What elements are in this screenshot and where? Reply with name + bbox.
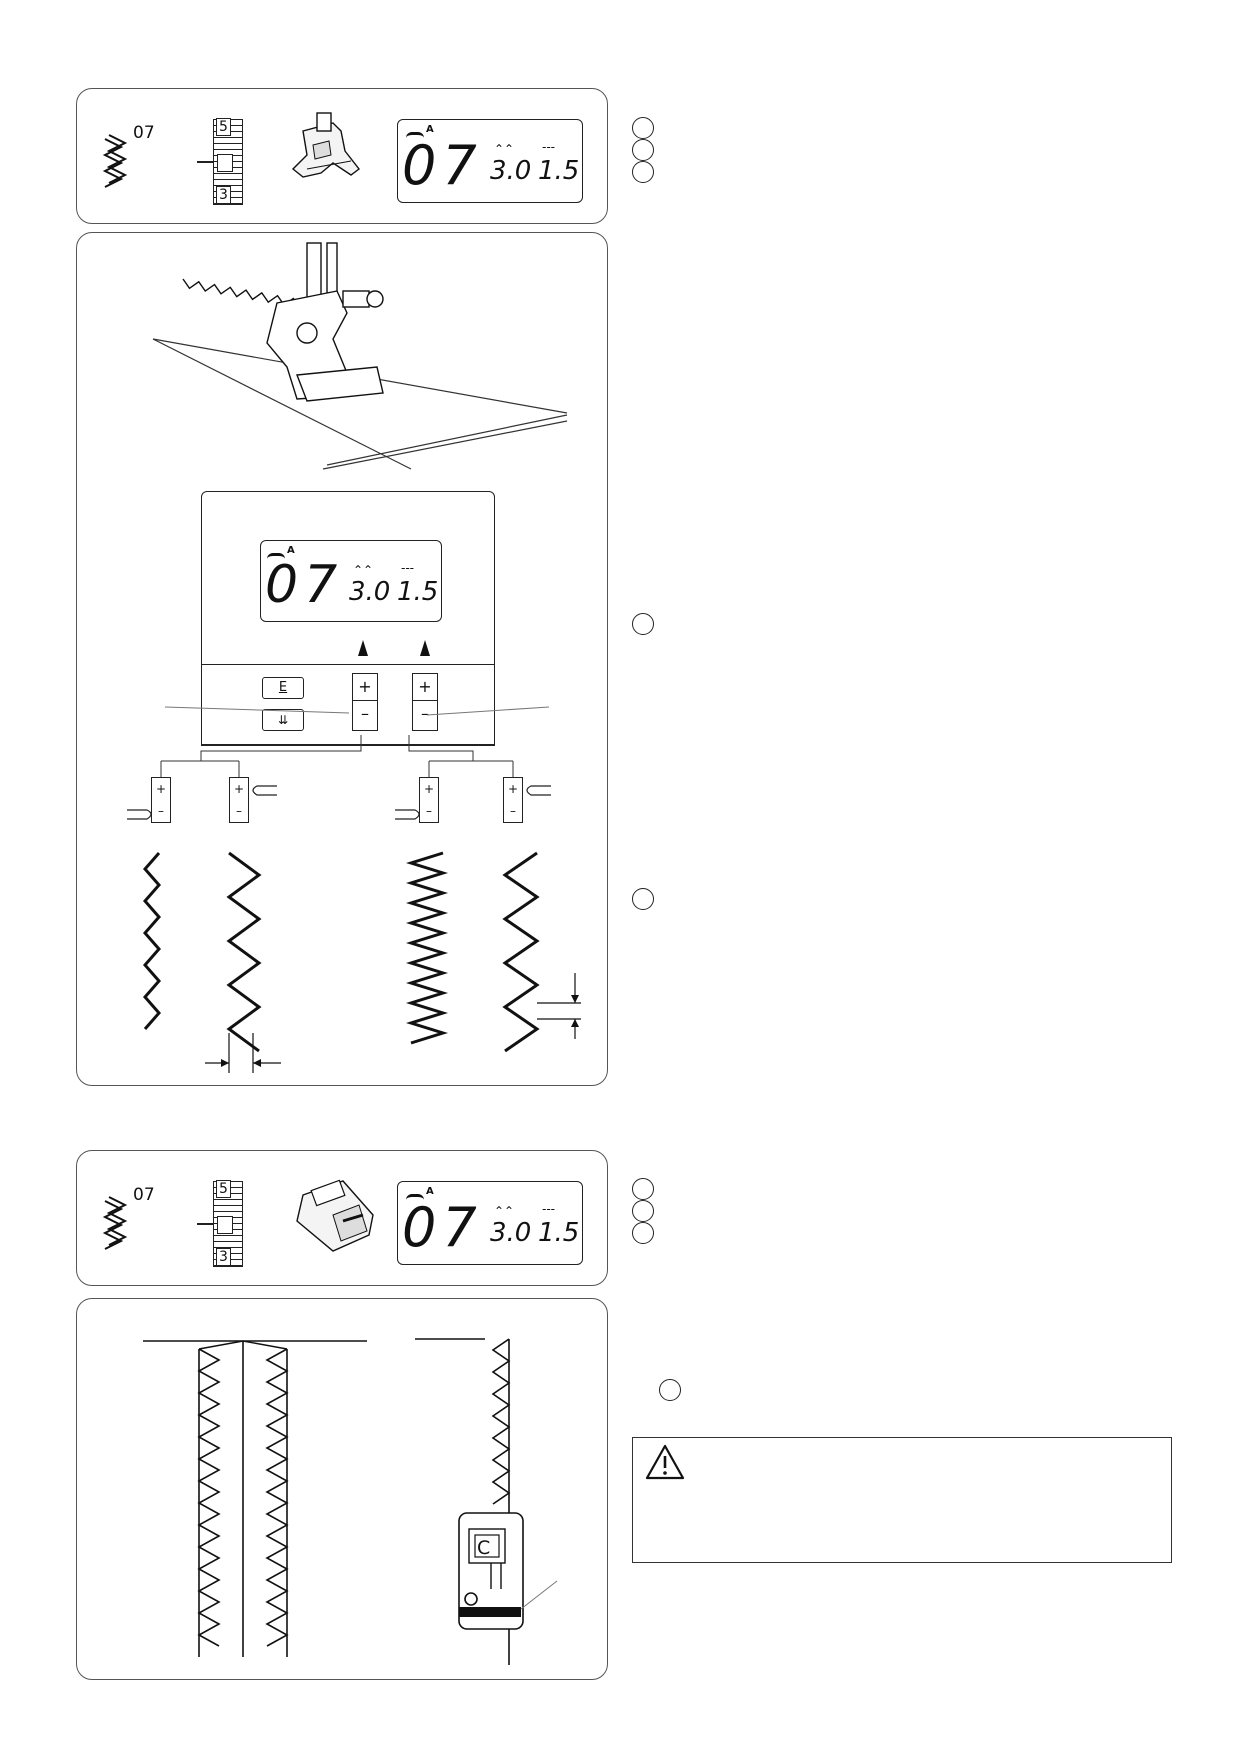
lcd-width-icon: ⌃⌃ [494, 1204, 515, 1218]
dial-value-bottom: 3 [216, 186, 231, 204]
zigzag-stitch-icon [102, 1196, 128, 1250]
sewing-foot-illustration [152, 242, 568, 470]
stitch-sample-short [405, 851, 449, 1045]
mini-key-width-minus: +– [151, 777, 171, 823]
lcd-display: A 07 ⌃⌃ 3.0 --- 1.5 [397, 119, 583, 203]
lcd-foot-letter: A [426, 1186, 434, 1197]
settings-panel-bottom: 07 5 3 A 07 ⌃⌃ 3.0 --- 1.5 [76, 1150, 608, 1286]
lcd-width-icon: ⌃⌃ [494, 142, 515, 156]
mini-key-length-minus: +– [419, 777, 439, 823]
lcd-length-value: 1.5 [397, 577, 439, 607]
dial-indicator [217, 1216, 233, 1234]
callout-circle [632, 888, 654, 910]
pattern-number: 07 [133, 1185, 155, 1205]
lcd-pattern-number: 07 [402, 134, 483, 197]
lcd-needle-icon [406, 1194, 424, 1201]
seam-illustration [143, 1340, 367, 1657]
finger-icon [252, 785, 277, 796]
lcd-width-value: 3.0 [490, 1218, 532, 1248]
width-adjust-key[interactable]: + – [352, 673, 378, 731]
callout-circle [632, 613, 654, 635]
warning-box [632, 1437, 1172, 1563]
needle-up-down-key[interactable]: ⇊ [262, 709, 304, 731]
callout-circle [632, 1200, 654, 1222]
warning-triangle-icon [645, 1444, 685, 1480]
stitch-sample-narrow [143, 852, 161, 1030]
lcd-width-value: 3.0 [490, 156, 532, 186]
finger-icon [526, 785, 551, 796]
length-adjust-key[interactable]: + – [412, 673, 438, 731]
tension-dial: 5 3 [213, 118, 243, 205]
mini-key-length-plus: +– [503, 777, 523, 823]
keys-bar: E ⇊ + – + – [201, 664, 495, 746]
pattern-number: 07 [133, 123, 155, 143]
callout-circle [632, 1222, 654, 1244]
lcd-length-value: 1.5 [538, 1218, 580, 1248]
stitch-sample-long [502, 851, 540, 1053]
indicator-arrows [358, 640, 430, 656]
width-dimension-arrows [205, 1033, 281, 1073]
width-minus[interactable]: – [353, 700, 377, 727]
callout-circle [632, 139, 654, 161]
control-panel: A 07 ⌃⌃ 3.0 --- 1.5 E ⇊ + – + – [201, 491, 495, 746]
presser-foot-a-icon [291, 112, 360, 178]
lcd-pattern-number: 07 [402, 1196, 483, 1259]
dial-value-top: 5 [216, 118, 231, 136]
width-plus[interactable]: + [358, 677, 372, 696]
dial-pointer [197, 161, 213, 163]
length-dimension-arrows [537, 973, 581, 1039]
lcd-width-value: 3.0 [349, 577, 391, 607]
finger-icon [395, 809, 420, 820]
callout-circle [632, 161, 654, 183]
auto-lock-key[interactable]: E [262, 677, 304, 699]
dial-value-top: 5 [216, 1180, 231, 1198]
lcd-display: A 07 ⌃⌃ 3.0 --- 1.5 [397, 1181, 583, 1265]
overcast-edge-illustration [415, 1338, 558, 1665]
overcast-panel: C [76, 1298, 608, 1680]
dial-value-bottom: 3 [216, 1248, 231, 1266]
lcd-width-icon: ⌃⌃ [353, 563, 374, 577]
lcd-length-value: 1.5 [538, 156, 580, 186]
lcd-pattern-number: 07 [265, 555, 344, 615]
callout-circle [659, 1379, 681, 1401]
lcd-display: A 07 ⌃⌃ 3.0 --- 1.5 [260, 540, 442, 622]
callout-circle [632, 1178, 654, 1200]
adjustment-panel: A 07 ⌃⌃ 3.0 --- 1.5 E ⇊ + – + – [76, 232, 608, 1086]
lcd-length-icon: --- [542, 140, 555, 154]
callout-circle [632, 117, 654, 139]
foot-letter: C [477, 1537, 491, 1559]
lcd-needle-icon [406, 132, 424, 139]
presser-foot-c-icon [296, 1179, 374, 1252]
mini-key-width-plus: +– [229, 777, 249, 823]
lcd-foot-letter: A [426, 124, 434, 135]
dial-pointer [197, 1223, 213, 1225]
dial-indicator [217, 154, 233, 172]
length-minus[interactable]: – [413, 700, 437, 727]
length-plus[interactable]: + [418, 677, 432, 696]
stitch-sample-wide [226, 851, 262, 1053]
lcd-length-icon: --- [542, 1202, 555, 1216]
lcd-needle-icon [267, 553, 285, 560]
lcd-foot-letter: A [287, 545, 295, 556]
finger-icon [127, 809, 152, 820]
settings-panel-top: 07 5 3 A 07 ⌃⌃ 3.0 --- 1.5 [76, 88, 608, 224]
zigzag-stitch-icon [102, 134, 128, 188]
tension-dial: 5 3 [213, 1180, 243, 1267]
lcd-length-icon: --- [401, 561, 414, 575]
leader-lines [160, 706, 550, 777]
